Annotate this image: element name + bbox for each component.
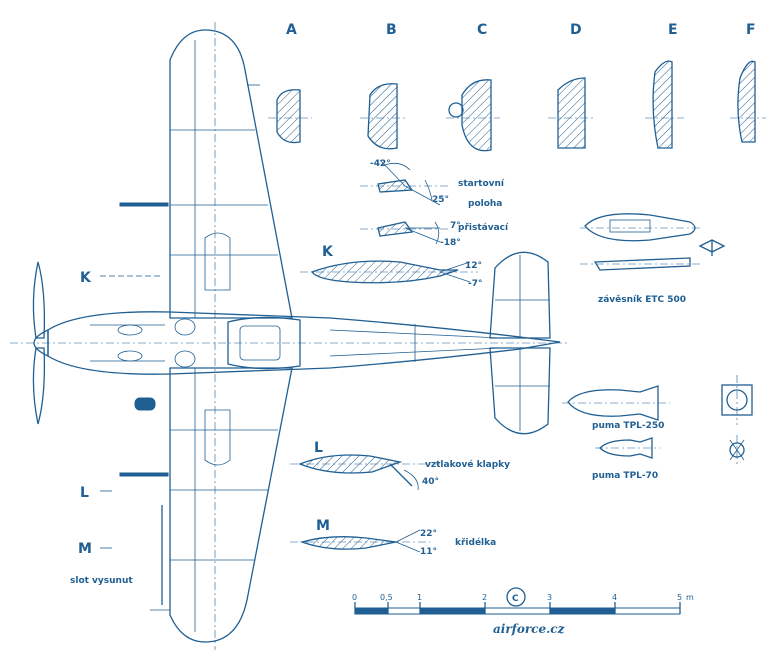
ailerons-label: křidélka: [455, 537, 496, 548]
etc-500-rack: [580, 213, 726, 271]
section-b-label: B: [386, 22, 397, 38]
section-m-profile: [299, 536, 397, 550]
copyright-circle: [506, 587, 526, 607]
section-c-profile: [461, 79, 492, 152]
angle-minus-42: -42°: [370, 159, 391, 169]
credit-text: airforce.cz: [493, 622, 566, 636]
angle-7: 7°: [450, 221, 461, 231]
copyright-mark: C: [512, 594, 519, 604]
startovni-label: startovní: [458, 179, 505, 189]
section-m-label: M: [316, 518, 330, 534]
scale-unit: m: [686, 593, 694, 602]
scale-tick-2: 2: [482, 593, 487, 602]
scale-tick-4: 4: [612, 593, 617, 602]
section-m-plan: M: [78, 541, 92, 557]
section-k-label: K: [322, 244, 334, 260]
section-d-profile: [557, 77, 586, 149]
pristavaci-label: přistávací: [458, 223, 509, 233]
section-c-label: C: [477, 22, 487, 38]
bomb-tpl-250: [562, 375, 753, 425]
stabilizer-positions: [360, 159, 450, 245]
scale-tick-0: 0: [352, 593, 357, 602]
wing-sections: A B C D E F: [268, 22, 766, 152]
etc-500-label: závěsník ETC 500: [598, 294, 686, 305]
section-a-label: A: [286, 22, 297, 38]
horizontal-stabilizer-bottom: [489, 347, 551, 435]
section-d-label: D: [570, 22, 582, 38]
section-e-label: E: [668, 22, 678, 38]
bomb-tpl-70: [595, 435, 745, 465]
fuselage: [47, 311, 561, 375]
angle-aileron-11: 11°: [420, 547, 437, 557]
scale-bar: [354, 602, 681, 615]
flaps-label: vztlakové klapky: [425, 459, 510, 470]
plan-view: [10, 22, 570, 650]
section-l-plan: L: [80, 485, 89, 501]
tpl-250-label: puma TPL-250: [592, 421, 664, 431]
slot-label: slot vysunut: [70, 576, 133, 586]
section-b-profile: [367, 83, 398, 150]
angle-k-12: 12°: [465, 261, 482, 271]
section-l-label: L: [314, 440, 323, 456]
angle-k-minus-7: -7°: [468, 279, 483, 289]
tpl-70-label: puma TPL-70: [592, 471, 658, 481]
angle-aileron-22: 22°: [420, 529, 437, 539]
section-a-profile: [276, 89, 301, 144]
lower-wing: [169, 367, 293, 643]
horizontal-stabilizer-top: [489, 251, 551, 339]
scale-tick-3: 3: [547, 593, 552, 602]
section-e-profile: [652, 60, 673, 149]
angle-25: 25°: [432, 195, 449, 205]
poloha-label: poloha: [468, 199, 502, 209]
propeller-blade-up: [32, 261, 46, 339]
scale-tick-0-5: 0,5: [380, 593, 393, 602]
section-f-label: F: [746, 22, 756, 38]
section-f-profile: [737, 60, 756, 143]
section-k-plan: K: [80, 270, 92, 286]
angle-flap-40: 40°: [422, 477, 439, 487]
scale-tick-1: 1: [417, 593, 422, 602]
angle-minus-18: -18°: [440, 238, 461, 248]
scale-tick-5: 5: [677, 593, 682, 602]
propeller-blade-down: [32, 347, 46, 425]
upper-wing: [169, 29, 293, 319]
